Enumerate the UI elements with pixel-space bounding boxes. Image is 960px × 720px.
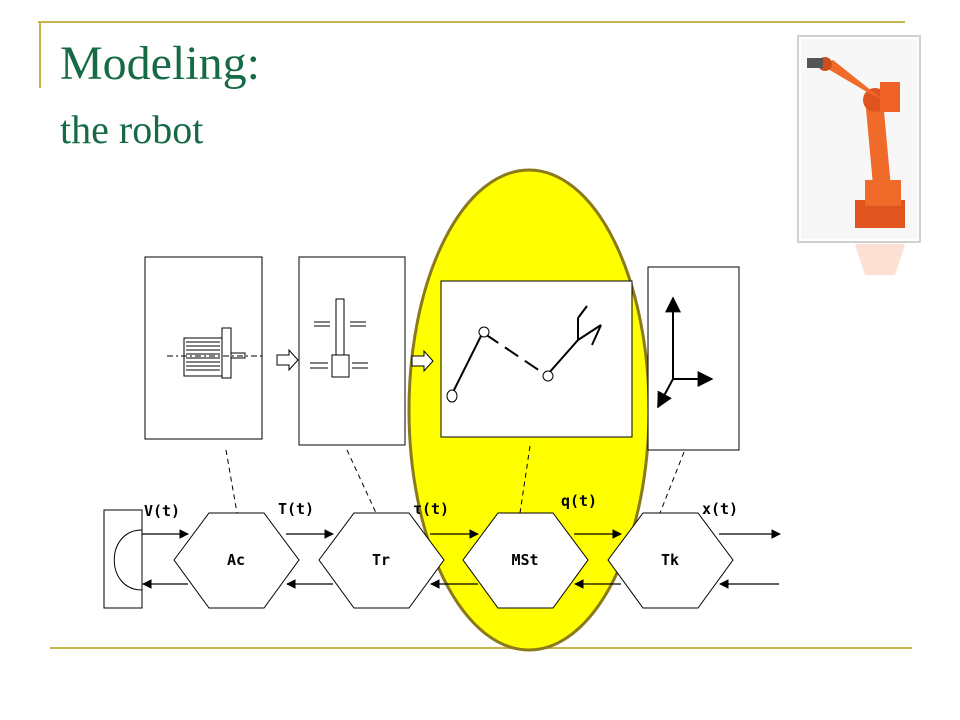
signal-position: x(t) xyxy=(702,500,738,518)
slide-title: Modeling: xyxy=(60,37,260,90)
motor-panel xyxy=(144,256,263,440)
flow-arrow-1 xyxy=(276,348,299,372)
block-mst xyxy=(462,512,589,609)
flow-arrow-2 xyxy=(411,349,434,373)
block-label-tk: Tk xyxy=(661,551,679,569)
task-space-panel xyxy=(647,266,740,451)
block-tk xyxy=(607,512,734,609)
robot-photo xyxy=(797,35,921,275)
signal-joint: q(t) xyxy=(561,492,597,510)
manipulator-panel xyxy=(440,280,633,438)
block-label-mst: MSt xyxy=(511,551,538,569)
slide-subtitle: the robot xyxy=(60,107,204,152)
signal-torque: T(t) xyxy=(278,500,314,518)
block-tr xyxy=(318,512,445,609)
block-label-ac: Ac xyxy=(227,551,245,569)
dashed-connectors xyxy=(225,445,685,514)
signal-tau: τ(t) xyxy=(413,500,449,518)
block-label-tr: Tr xyxy=(372,551,390,569)
transmission-panel xyxy=(298,256,406,446)
block-ac xyxy=(173,512,300,609)
signal-voltage: V(t) xyxy=(144,502,180,520)
voltage-source xyxy=(103,509,143,609)
